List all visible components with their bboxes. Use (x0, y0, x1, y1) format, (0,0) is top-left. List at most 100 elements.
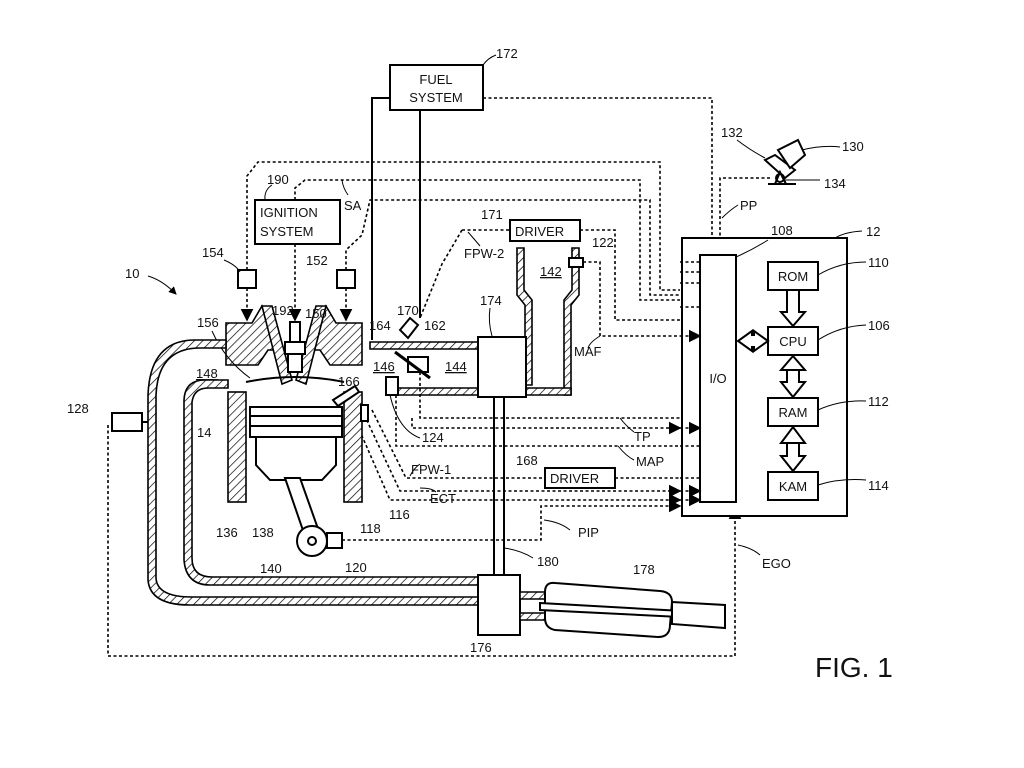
ref-14: 14 (197, 425, 211, 440)
fuel-system-label-1: FUEL (419, 72, 452, 87)
figure-title: FIG. 1 (815, 652, 893, 683)
driver-168-block: DRIVER 168 (516, 453, 616, 489)
ego-sensor (111, 412, 143, 432)
kam-label: KAM (779, 479, 807, 494)
ref-122: 122 (592, 235, 614, 250)
rom-block (767, 261, 819, 291)
sensor-152-line (345, 199, 680, 296)
ref-110: 110 (868, 255, 889, 270)
ref-162: 162 (424, 318, 446, 333)
intake-duct-top (369, 341, 479, 350)
ref-108: 108 (771, 223, 793, 238)
ref-134: 134 (824, 176, 846, 191)
port-fuel-injector (398, 316, 420, 340)
fuel-signal-line (483, 97, 719, 252)
ignition-label-1: IGNITION (260, 205, 318, 220)
ect-sensor (360, 404, 369, 422)
pp-signal (713, 177, 770, 252)
ref-10: 10 (125, 266, 139, 281)
ram-label: RAM (779, 405, 808, 420)
engine-cylinder-head (225, 304, 363, 386)
throttle-body (407, 356, 429, 373)
driver-171-to-io (580, 229, 680, 321)
ego-signal (107, 425, 742, 657)
rom-label: ROM (778, 269, 808, 284)
signal-tp: TP (634, 429, 651, 444)
intake-wall-right (563, 247, 580, 396)
ref-132: 132 (721, 125, 743, 140)
tailpipe (671, 600, 726, 630)
ram-kam-arrow (778, 425, 808, 473)
signal-pp: PP (740, 198, 757, 213)
signal-pip: PIP (578, 525, 599, 540)
ignition-label-2: SYSTEM (260, 224, 313, 239)
fuel-system-label-2: SYSTEM (409, 90, 462, 105)
maf-sensor (568, 257, 584, 268)
io-label: I/O (709, 371, 726, 386)
ref-168: 168 (516, 453, 538, 468)
ref-140: 140 (260, 561, 282, 576)
cpu-label: CPU (779, 334, 806, 349)
direct-injector (331, 384, 361, 408)
turbo-shaft (493, 396, 505, 576)
signal-maf: MAF (574, 344, 602, 359)
ref-118: 118 (360, 521, 381, 536)
maf-signal (583, 261, 680, 337)
driver-171-block: DRIVER 171 (481, 207, 581, 242)
piston (249, 406, 343, 481)
accelerator-pedal (763, 138, 807, 185)
ref-192: 192 (272, 303, 294, 318)
tp-arrow (411, 418, 682, 435)
ref-112: 112 (868, 394, 889, 409)
ref-120: 120 (345, 560, 367, 575)
signal-sa: SA (344, 198, 362, 213)
ect-arrow (354, 419, 682, 507)
map-sensor (385, 376, 399, 396)
ref-176: 176 (470, 640, 492, 655)
cylinder-wall-left (227, 391, 247, 503)
exhaust-cam-sensor (237, 269, 257, 289)
tp-signal (419, 372, 680, 419)
ref-138: 138 (252, 525, 274, 540)
signal-ect: ECT (430, 491, 456, 506)
cpu-block (767, 326, 819, 356)
intake-cam-sensor (336, 269, 356, 289)
turbine-outlet-bottom (519, 612, 546, 621)
ref-12: 12 (866, 224, 880, 239)
ref-130: 130 (842, 139, 864, 154)
fuel-line-left (371, 97, 390, 340)
pip-signal (342, 499, 682, 541)
ref-172: 172 (496, 46, 518, 61)
ect-signal (361, 409, 682, 498)
ref-106: 106 (868, 318, 890, 333)
ref-144: 144 (445, 359, 467, 374)
fuel-system-block: FUEL SYSTEM 172 (389, 46, 518, 111)
signal-map: MAP (636, 454, 664, 469)
intake-duct-bottom-right (525, 387, 572, 396)
ref-190: 190 (267, 172, 289, 187)
io-cpu-arrow (736, 329, 770, 353)
sensor-154-line (246, 161, 680, 291)
intake-duct-bottom (391, 387, 479, 396)
ref-170: 170 (397, 303, 419, 318)
ref-180: 180 (537, 554, 559, 569)
turbine (477, 574, 521, 636)
sa-signal (294, 179, 680, 301)
ref-156: 156 (197, 315, 219, 330)
ref-142: 142 (540, 264, 562, 279)
turbine-outlet-top (519, 591, 546, 600)
signal-fpw1: FPW-1 (411, 462, 451, 477)
ref-152: 152 (306, 253, 328, 268)
rom-cpu-arrow (778, 289, 808, 328)
combustion-chamber (245, 376, 345, 383)
ref-136: 136 (216, 525, 238, 540)
cylinder-wall-right (343, 391, 363, 503)
compressor (477, 336, 527, 398)
fpw2-line (419, 229, 463, 319)
ref-174: 174 (480, 293, 502, 308)
ref-164: 164 (369, 318, 391, 333)
ref-114: 114 (868, 478, 889, 493)
ref-166: 166 (338, 374, 360, 389)
ref-146: 146 (373, 359, 395, 374)
